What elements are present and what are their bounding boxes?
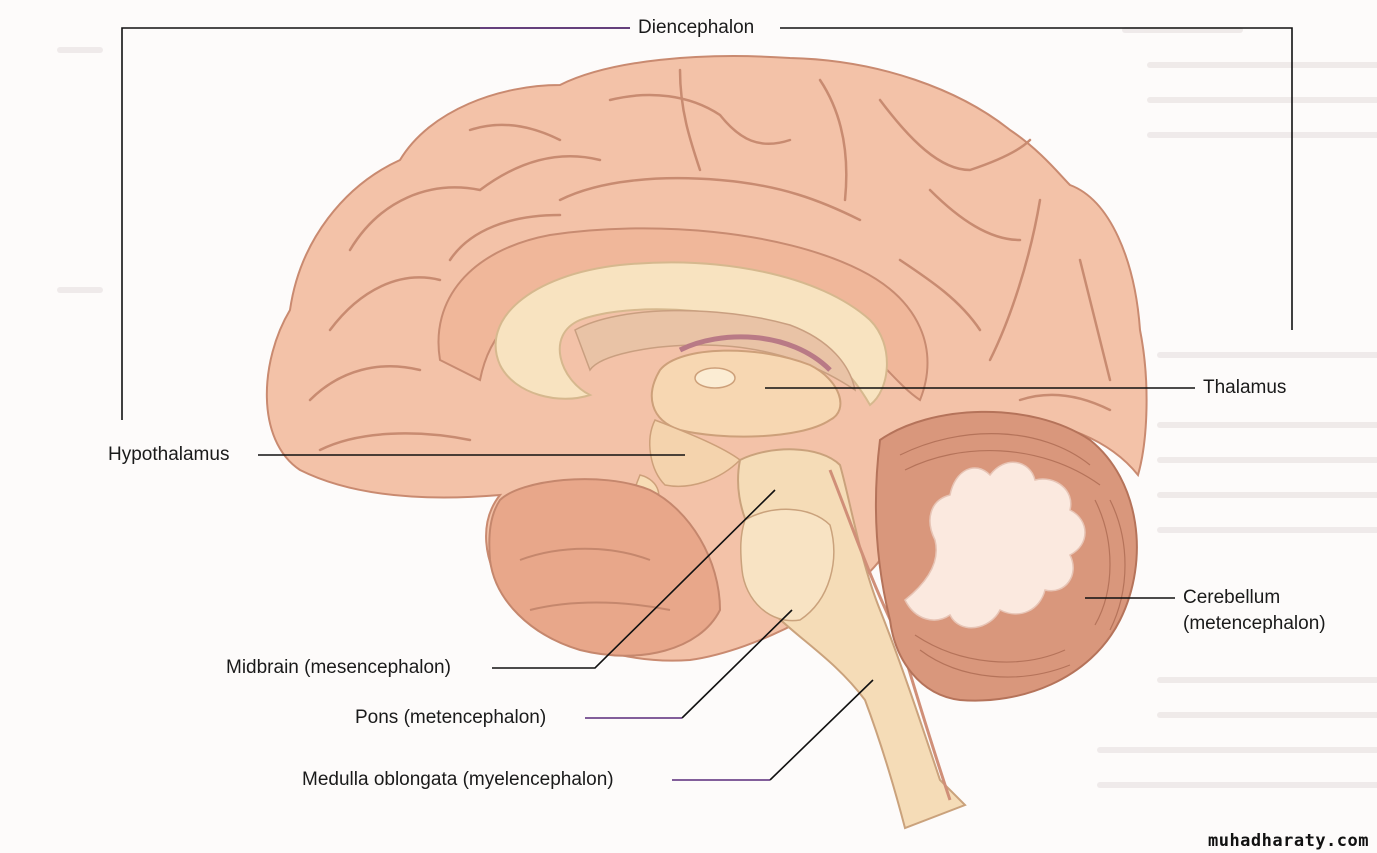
medulla-leader xyxy=(769,679,874,781)
lateral-ventricle xyxy=(574,309,857,392)
diencephalon-bracket xyxy=(121,27,1293,420)
label-cerebellum: Cerebellum xyxy=(1183,587,1281,608)
midbrain-leader xyxy=(492,489,776,669)
label-midbrain: Midbrain (mesencephalon) xyxy=(226,657,451,678)
label-cerebellum-sub: (metencephalon) xyxy=(1183,613,1326,634)
pons-leader xyxy=(681,609,793,719)
corpus-callosum xyxy=(494,261,888,407)
accent-leaders xyxy=(585,717,770,781)
hypothalamus-region xyxy=(649,419,742,487)
label-hypothalamus: Hypothalamus xyxy=(108,444,230,465)
pons xyxy=(740,508,835,622)
leader-lines xyxy=(258,387,1195,781)
arbor-vitae xyxy=(904,461,1086,629)
label-diencephalon: Diencephalon xyxy=(638,17,755,38)
label-thalamus: Thalamus xyxy=(1203,377,1287,398)
temporal-sulci xyxy=(519,547,671,611)
fornix xyxy=(678,334,832,372)
temporal-lobe xyxy=(488,478,722,657)
cerebellar-folia xyxy=(899,433,1126,678)
label-medulla: Medulla oblongata (myelencephalon) xyxy=(302,769,614,790)
sulci xyxy=(308,68,1112,452)
watermark: muhadharaty.com xyxy=(1207,831,1369,851)
interthalamic-adhesion xyxy=(694,367,736,389)
bleed-through-text xyxy=(57,27,1377,788)
label-pons: Pons (metencephalon) xyxy=(355,707,547,728)
